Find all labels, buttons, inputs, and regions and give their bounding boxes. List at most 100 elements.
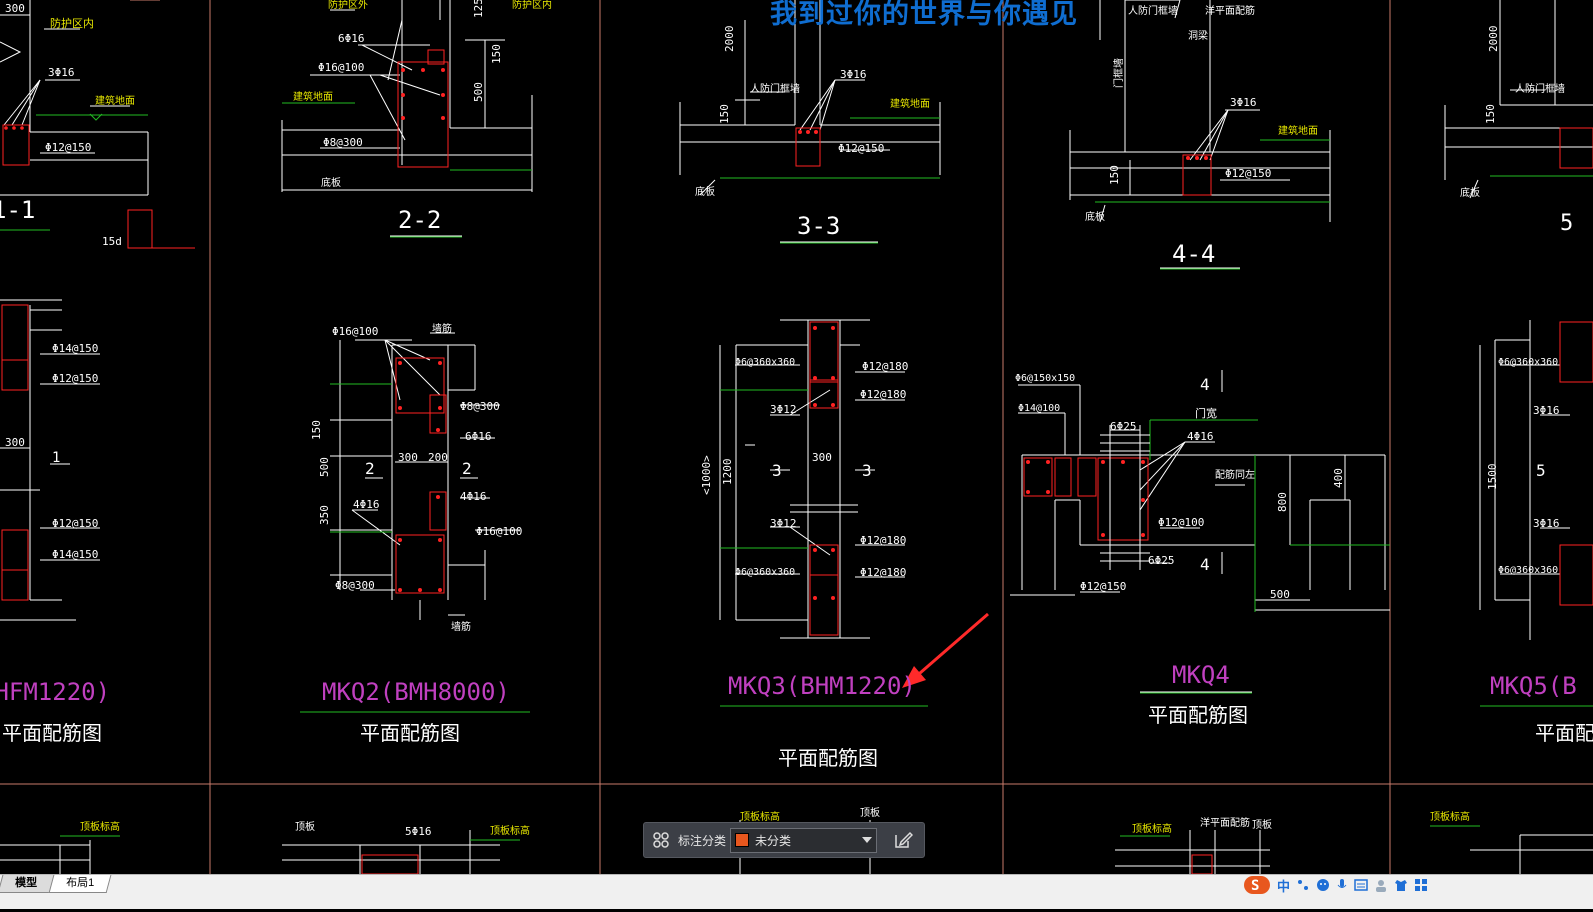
section-title-4: 4-4 (1172, 240, 1215, 268)
dim-text: 150 (490, 44, 503, 64)
skin-shirt-icon[interactable] (1394, 878, 1408, 892)
label-text: 防护区内 (512, 0, 552, 11)
rebar-text: Φ8@300 (323, 136, 363, 149)
rebar-text: 3Φ16 (840, 68, 867, 81)
label-text: 顶板标高 (80, 820, 120, 833)
mark-text: 1 (52, 450, 60, 466)
label-text: 底板 (321, 176, 341, 189)
dim-text: 2000 (1487, 26, 1500, 53)
label-text: 顶板标高 (1132, 822, 1172, 835)
dim-text: 1200 (721, 459, 734, 486)
dim-text: <1000> (700, 455, 713, 495)
mark-text: 4 (1200, 555, 1210, 574)
label-text: 建筑地面 (1278, 124, 1318, 137)
category-select-value: 未分类 (755, 833, 792, 848)
tab-model[interactable]: 模型 (0, 875, 55, 893)
plan-caption: 平面配筋图 (778, 746, 878, 770)
label-text: 防护区内 (50, 16, 94, 30)
keyboard-icon[interactable] (1354, 879, 1368, 891)
rebar-text: Φ12@180 (860, 388, 906, 401)
label-text: 配筋同左 (1215, 468, 1255, 481)
rebar-text: 3Φ16 (48, 66, 75, 79)
plan-title-4: MKQ4 (1172, 661, 1230, 689)
panel-4-plan (1010, 370, 1390, 693)
panel-1-plan (0, 299, 100, 621)
microphone-icon[interactable] (1336, 878, 1348, 892)
rebar-text: Φ12@150 (45, 141, 91, 154)
edit-icon[interactable] (891, 828, 915, 852)
label-text: 防护区外 (328, 0, 368, 11)
rebar-text: Φ12@180 (860, 534, 906, 547)
rebar-text: 3Φ12 (770, 403, 797, 416)
ime-toolbar[interactable]: S 中 (1243, 875, 1428, 895)
dim-text: 300 (5, 2, 25, 15)
label-text: 底板 (1460, 186, 1480, 199)
toolbox-grid-icon[interactable] (1414, 878, 1428, 892)
rebar-text: 3Φ12 (770, 517, 797, 530)
rebar-text: Φ8@300 (460, 400, 500, 413)
mark-text: 5 (1536, 461, 1546, 480)
dim-text: 300 (5, 436, 25, 449)
rebar-text: Φ6@360x360 (1498, 357, 1558, 368)
grid-menu-icon[interactable] (650, 829, 672, 851)
sogou-logo-icon: S (1244, 876, 1270, 894)
label-text: 顶板标高 (1430, 810, 1470, 823)
panel-3-plan (719, 319, 905, 639)
label-text: 门宽 (1195, 406, 1217, 420)
dim-text: 1500 (1486, 464, 1499, 491)
rebar-text: Φ6@360x360 (735, 567, 795, 578)
dim-text: 800 (1276, 492, 1289, 512)
section-title-2: 2-2 (398, 206, 441, 234)
mark-text: 3 (772, 461, 782, 480)
rebar-text: Φ16@100 (318, 61, 364, 74)
rebar-text: 3Φ16 (1533, 404, 1560, 417)
punctuation-icon[interactable] (1296, 878, 1310, 892)
panel-3-section (679, 0, 941, 243)
dim-text: 300 (812, 451, 832, 464)
label-text: 建筑地面 (293, 90, 333, 103)
label-text: 底板 (1085, 210, 1105, 223)
dim-text: 150 (718, 104, 731, 124)
rebar-text: Φ12@150 (52, 372, 98, 385)
mark-text: 4 (1200, 375, 1210, 394)
rebar-text: 6Φ25 (1110, 420, 1137, 433)
label-text: 洋平面配筋 (1200, 816, 1250, 829)
rebar-text: 6Φ16 (465, 430, 492, 443)
overlay-watermark-title: 我到过你的世界与你遇见 (770, 0, 1078, 30)
label-text: 建筑地面 (95, 94, 135, 107)
rebar-text: 3Φ16 (1230, 96, 1257, 109)
dim-text: 125 (472, 0, 485, 18)
rebar-text: 5Φ16 (405, 825, 432, 838)
label-text: 洋平面配筋 (1205, 4, 1255, 17)
ime-lang-toggle[interactable]: 中 (1277, 878, 1291, 894)
rebar-text: 4Φ16 (353, 498, 380, 511)
dim-text: 200 (428, 451, 448, 464)
rebar-text: 6Φ25 (1148, 554, 1175, 567)
plan-title-3: MKQ3(BHM1220) (728, 672, 916, 700)
panel-2-plan (330, 332, 520, 620)
label-text: 顶板标高 (740, 810, 780, 823)
rebar-text: 6Φ16 (338, 32, 365, 45)
label-text: 顶板 (295, 820, 315, 833)
emoji-icon[interactable] (1316, 878, 1330, 892)
plan-caption: 平面配筋图 (360, 721, 460, 745)
dim-text: 150 (1484, 104, 1497, 124)
label-text: 顶板标高 (490, 824, 530, 837)
rebar-text: Φ6@360x360 (735, 357, 795, 368)
panel-4-section (1069, 0, 1331, 269)
label-text: 洞梁 (1188, 29, 1208, 42)
tab-layout1[interactable]: 布局1 (48, 875, 112, 893)
rebar-text: Φ12@150 (1225, 167, 1271, 180)
dim-text: 300 (398, 451, 418, 464)
rebar-text: Φ14@100 (1018, 403, 1060, 414)
rebar-text: Φ12@150 (838, 142, 884, 155)
mark-text: 2 (462, 459, 472, 478)
user-icon[interactable] (1374, 878, 1388, 892)
annotation-category-select[interactable]: 未分类 (730, 827, 878, 853)
panel-1-section (0, 0, 149, 196)
section-title-3: 3-3 (797, 212, 840, 240)
status-bar: 模型 布局1 S 中 (0, 874, 1593, 909)
chevron-down-icon (862, 837, 873, 843)
rebar-text: Φ12@180 (862, 360, 908, 373)
